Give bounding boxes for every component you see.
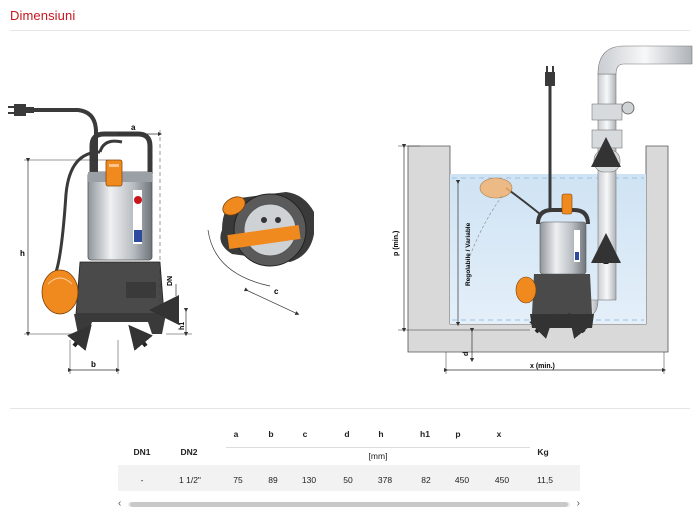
dim-label-x-min: x (min.) <box>530 363 555 370</box>
scroll-left-icon[interactable]: ‹ <box>118 498 122 509</box>
table-row <box>118 465 580 491</box>
header-a: a <box>233 429 239 439</box>
header-d: d <box>344 429 350 439</box>
cell-dn2: 1 1/2" <box>179 475 201 485</box>
scroll-thumb[interactable] <box>130 502 568 507</box>
dim-label-regolabile: Regolabile / Variable <box>465 222 472 286</box>
dimension-drawing: a h DN h1 b c <box>8 45 693 374</box>
cell-h: 378 <box>377 475 393 485</box>
dim-label-h1: h1 <box>179 322 186 330</box>
dim-label-d: d <box>463 352 470 356</box>
cell-dn1: - <box>140 475 144 485</box>
cell-p: 450 <box>454 475 470 485</box>
header-c: c <box>302 429 308 439</box>
cell-d: 50 <box>343 475 353 485</box>
header-h1: h1 <box>420 429 430 439</box>
dim-label-b: b <box>91 360 96 369</box>
cell-b: 89 <box>268 475 278 485</box>
section-divider <box>10 408 690 409</box>
header-kg: Kg <box>537 447 549 457</box>
header-x: x <box>496 429 502 439</box>
cell-x: 450 <box>494 475 510 485</box>
dim-label-dn: DN <box>167 276 174 286</box>
header-dn2: DN2 <box>180 447 198 457</box>
scroll-right-icon[interactable]: › <box>576 498 580 509</box>
header-h: h <box>378 429 384 439</box>
header-p: p <box>455 429 461 439</box>
dim-label-a: a <box>131 123 136 132</box>
horizontal-scrollbar[interactable]: ‹ › <box>118 498 580 510</box>
title-divider <box>10 30 690 31</box>
cell-h1: 82 <box>421 475 431 485</box>
dim-label-c: c <box>274 287 279 296</box>
units-label: [mm] <box>368 451 388 461</box>
header-dn1: DN1 <box>133 447 151 457</box>
cell-kg: 11,5 <box>537 475 553 485</box>
cell-c: 130 <box>301 475 317 485</box>
dim-label-p-min: p (min.) <box>393 231 400 256</box>
section-title: Dimensiuni <box>10 8 76 23</box>
cell-a: 75 <box>233 475 243 485</box>
units-row <box>226 447 530 464</box>
pump-side-view: a h DN h1 b <box>8 104 192 374</box>
header-b: b <box>268 429 274 439</box>
pump-top-view: c <box>207 192 314 315</box>
dimensions-table: a b c d h h1 p x DN1 DN2 [mm] Kg - 1 1/2… <box>0 420 700 500</box>
installation-view: p (min.) Regolabile / Variable d x (min.… <box>393 45 693 374</box>
dim-label-h: h <box>20 249 25 258</box>
